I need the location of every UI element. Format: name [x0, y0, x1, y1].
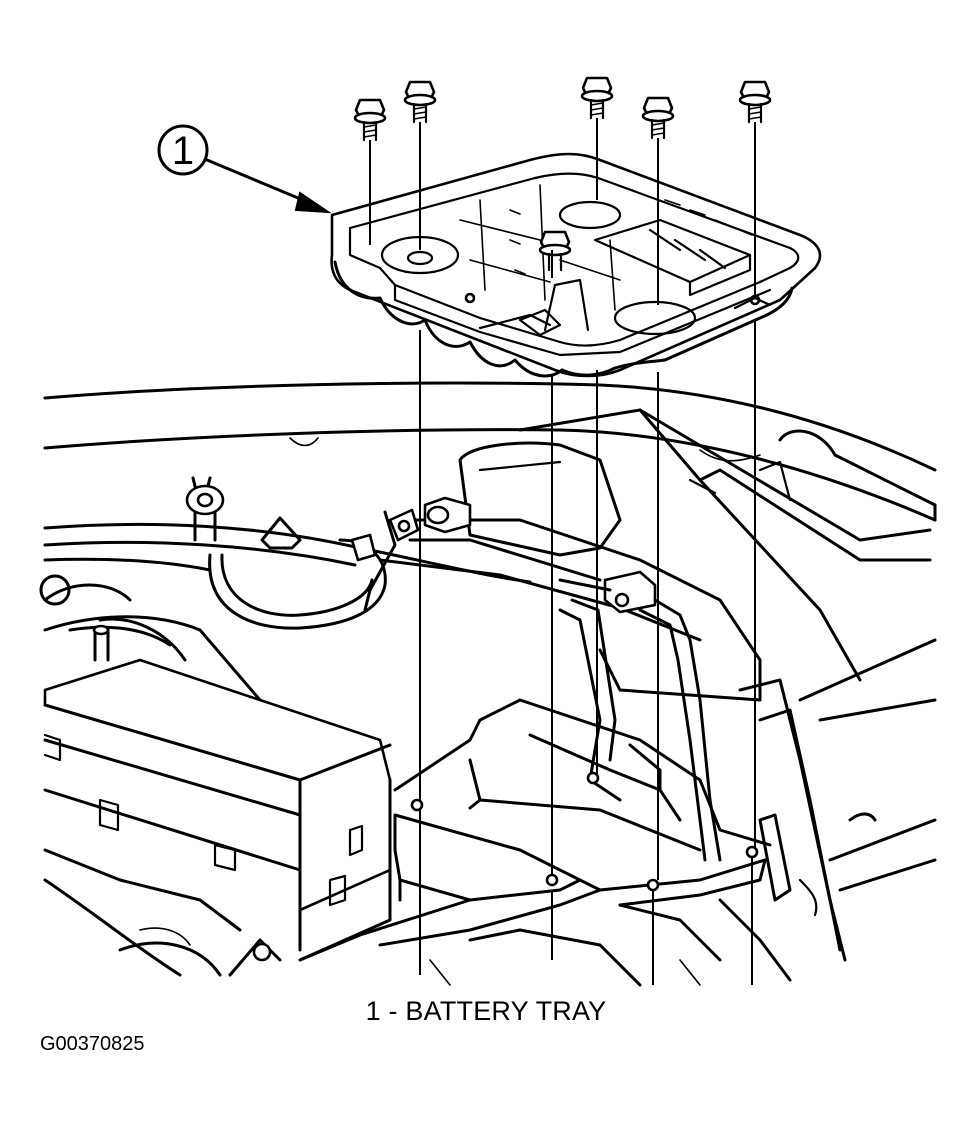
battery-tray: [330, 152, 822, 378]
figure-id: G00370825: [40, 1033, 145, 1055]
engine-compartment: [39, 381, 937, 987]
bolt: [738, 80, 772, 124]
callout-1: 1: [157, 124, 332, 214]
bolt: [538, 230, 572, 272]
bolt: [353, 98, 387, 142]
bolt: [641, 96, 675, 140]
figure-caption: 1 - BATTERY TRAY: [365, 996, 607, 1026]
tray-mounting-bolts: [353, 76, 772, 272]
bolt: [403, 80, 437, 124]
alignment-guide-lines: [369, 118, 756, 985]
bolt: [580, 76, 614, 120]
callout-number: 1: [172, 129, 194, 173]
